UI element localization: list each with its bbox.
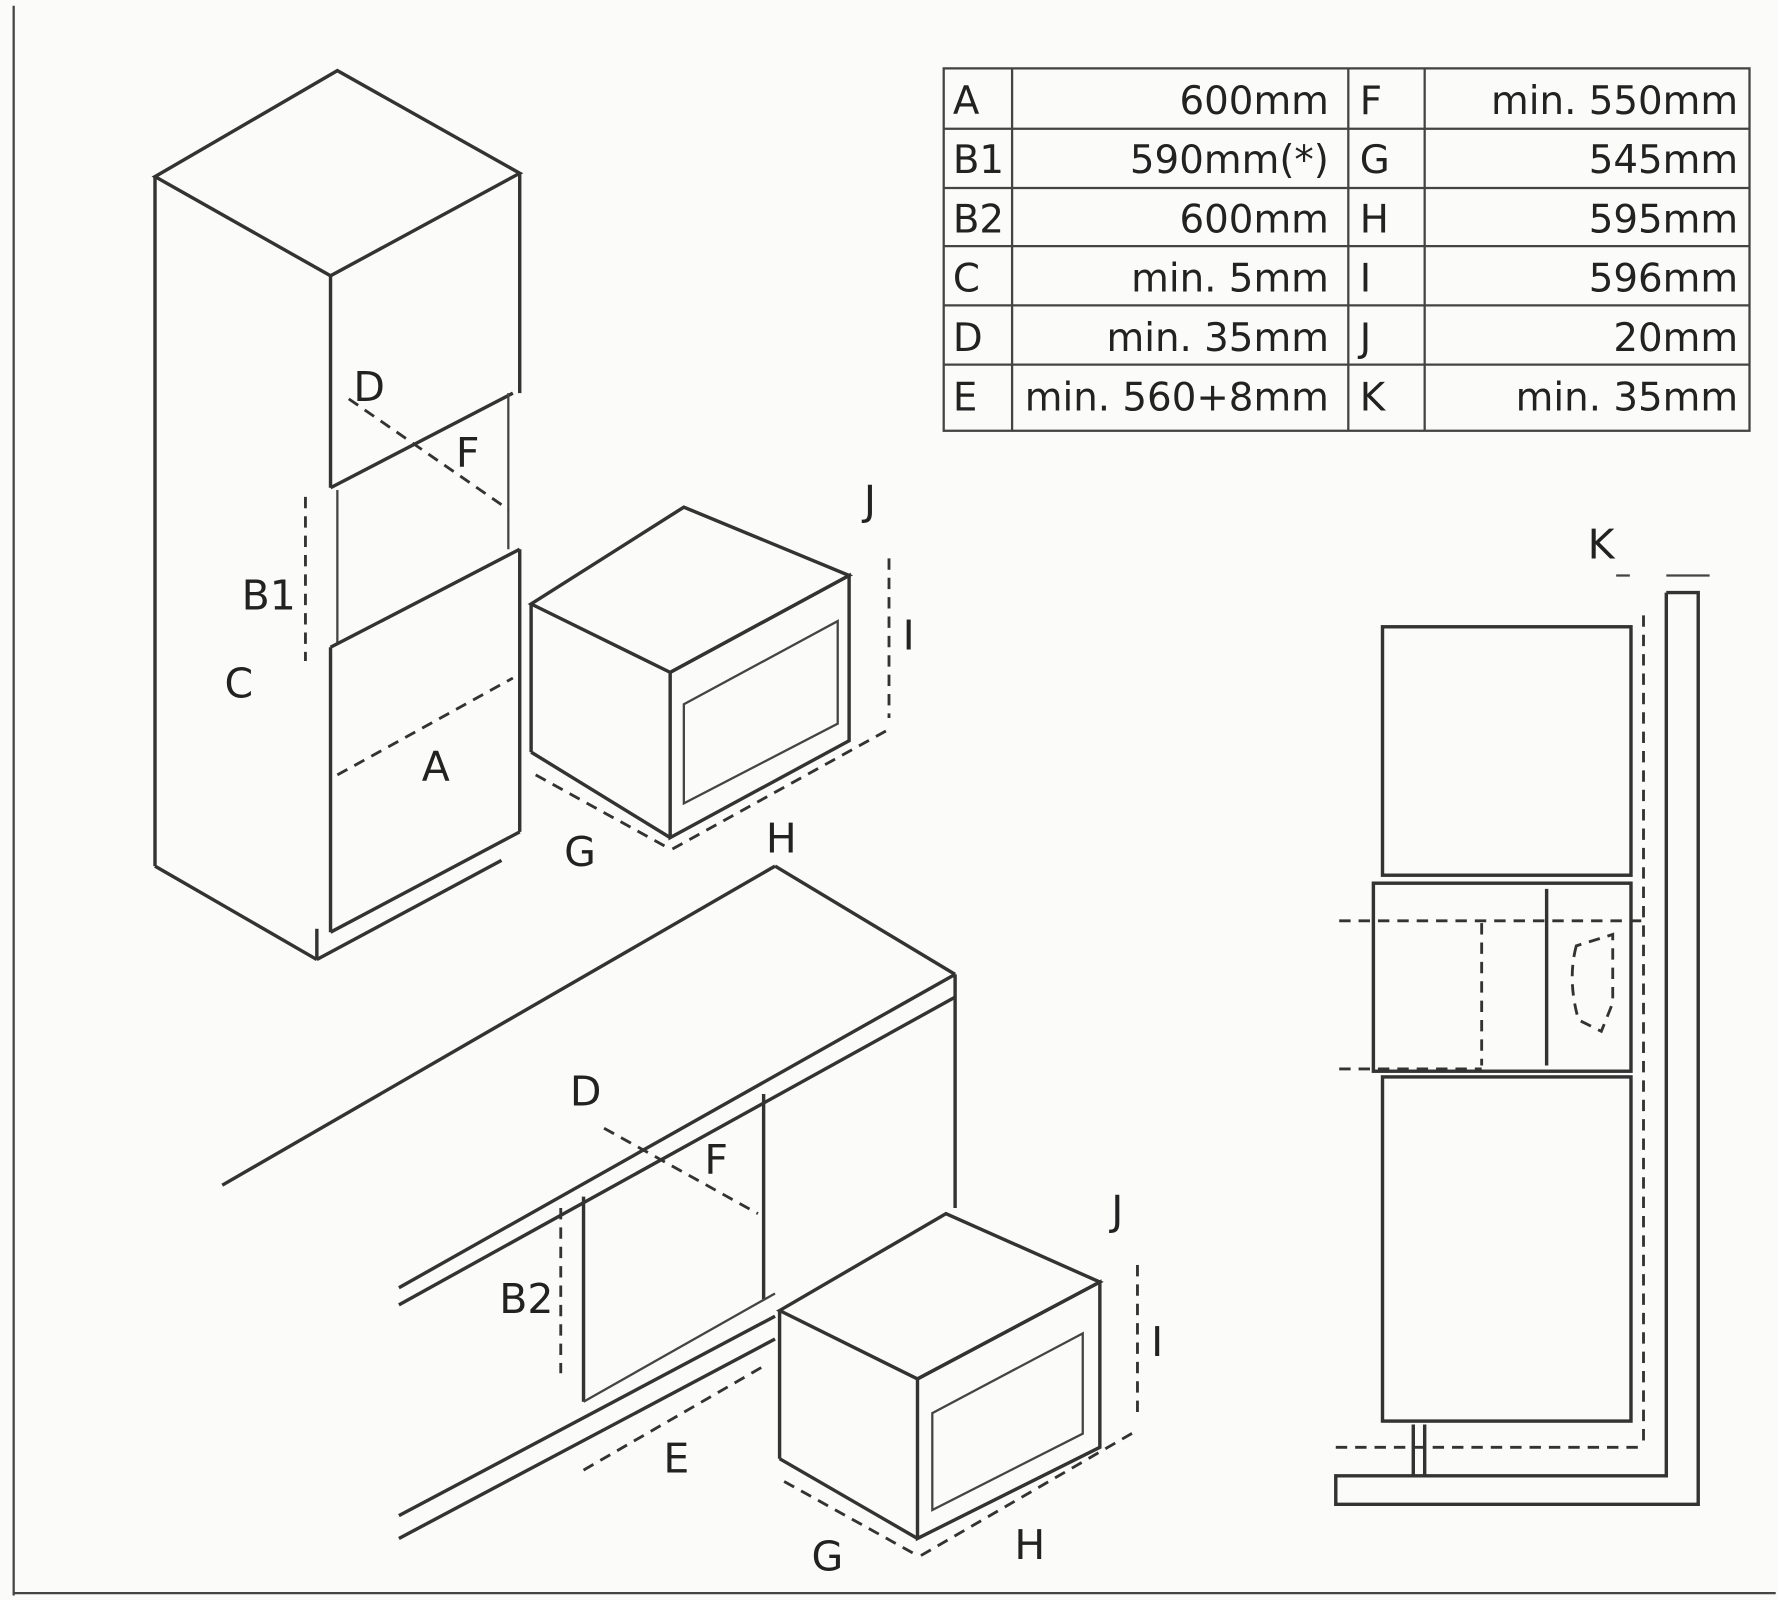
- label-B2: B2: [499, 1275, 553, 1323]
- label-H-upper: H: [766, 814, 797, 862]
- table-value: min. 35mm: [1107, 316, 1329, 361]
- ventilation-side-view: [1334, 574, 1710, 1506]
- table-value: 20mm: [1613, 316, 1738, 361]
- label-C: C: [225, 659, 254, 707]
- table-key: I: [1360, 257, 1371, 302]
- oven-upper: [527, 505, 891, 851]
- table-key: B2: [953, 197, 1004, 242]
- label-I-upper: I: [903, 612, 915, 660]
- table-value: min. 560+8mm: [1025, 375, 1329, 420]
- table-value: 600mm: [1180, 79, 1329, 124]
- label-H-lower: H: [1014, 1521, 1045, 1569]
- tall-cabinet: [151, 68, 524, 962]
- table-key: H: [1360, 197, 1389, 242]
- label-A: A: [422, 743, 450, 791]
- table-key: E: [953, 375, 977, 420]
- table-value: 596mm: [1589, 257, 1738, 302]
- table-value: 545mm: [1589, 138, 1738, 183]
- label-F-lower: F: [704, 1136, 728, 1184]
- table-key: D: [953, 316, 983, 361]
- label-K: K: [1588, 520, 1616, 568]
- label-J-upper: J: [861, 477, 876, 525]
- label-F-upper: F: [456, 429, 480, 477]
- table-value: min. 35mm: [1516, 375, 1738, 420]
- label-B1: B1: [242, 572, 296, 620]
- table-key: A: [953, 79, 980, 124]
- table-value: min. 550mm: [1491, 79, 1738, 124]
- label-I-lower: I: [1151, 1318, 1163, 1366]
- oven-lower: [775, 1211, 1139, 1557]
- label-G-lower: G: [811, 1532, 843, 1580]
- table-key: J: [1358, 316, 1371, 361]
- label-J-lower: J: [1108, 1187, 1123, 1235]
- label-D-upper: D: [353, 363, 385, 411]
- table-value: 590mm(*): [1130, 138, 1329, 183]
- base-cabinet: [221, 864, 957, 1540]
- label-D-lower: D: [570, 1067, 602, 1115]
- table-value: min. 5mm: [1131, 257, 1329, 302]
- label-E: E: [663, 1434, 689, 1482]
- table-value: 595mm: [1589, 197, 1738, 242]
- table-key: B1: [953, 138, 1004, 183]
- label-G-upper: G: [564, 828, 596, 876]
- table-value: 600mm: [1180, 197, 1329, 242]
- table-key: K: [1360, 375, 1387, 420]
- table-key: F: [1360, 79, 1382, 124]
- table-key: C: [953, 257, 980, 302]
- table-key: G: [1360, 138, 1390, 183]
